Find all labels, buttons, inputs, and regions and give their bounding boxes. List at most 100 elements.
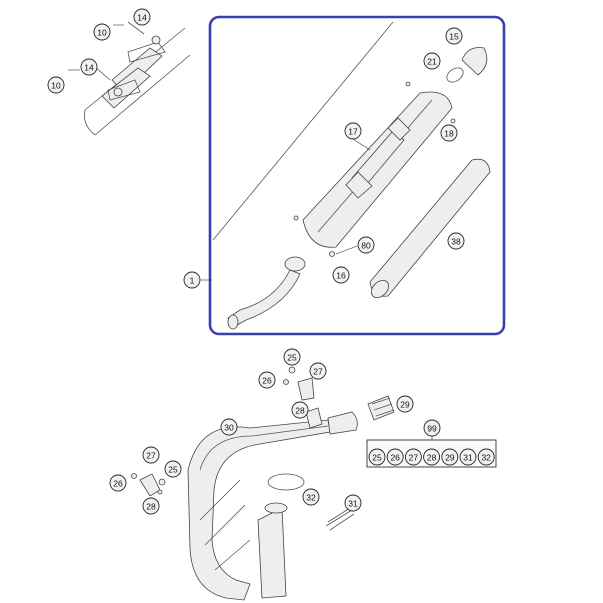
callout-label: 18 [444, 129, 454, 139]
callout-15: 15 [445, 27, 463, 45]
callout-circle [283, 348, 301, 366]
kit-item-25: 25 [368, 448, 386, 466]
callout-circle [447, 232, 465, 250]
callout-29: 29 [396, 395, 414, 413]
callout-21: 21 [423, 52, 441, 70]
callout-circle [344, 122, 362, 140]
kit-item-circle [368, 448, 386, 466]
callout-14-b: 14 [80, 58, 98, 76]
kit-item-circle [386, 448, 404, 466]
callout-circle [309, 362, 327, 380]
callout-99: 99 [423, 419, 441, 437]
kit-item-circle [459, 448, 477, 466]
callout-label: 10 [51, 81, 61, 91]
highlight-frame [208, 15, 506, 336]
callout-label: 21 [427, 57, 437, 67]
callout-circle [183, 271, 201, 289]
kit-item-label: 27 [409, 453, 419, 463]
kit-item-circle [423, 448, 441, 466]
callout-circle [142, 497, 160, 515]
callout-circle [344, 494, 362, 512]
kit-item-circle [404, 448, 422, 466]
callout-label: 27 [146, 451, 156, 461]
callout-circle [109, 474, 127, 492]
callout-27-b: 27 [142, 446, 160, 464]
callout-label: 31 [348, 499, 358, 509]
kit-item-circle [477, 448, 495, 466]
callout-label: 15 [449, 32, 459, 42]
callout-label: 10 [97, 28, 107, 38]
callout-28-a: 28 [291, 401, 309, 419]
kit-item-label: 25 [372, 453, 382, 463]
kit-item-label: 28 [427, 453, 437, 463]
kit-item-label: 29 [445, 453, 455, 463]
callout-label: 25 [168, 465, 178, 475]
callout-16: 16 [332, 266, 350, 284]
callout-circle [332, 266, 350, 284]
frame-clamp-assembly [68, 21, 191, 136]
callout-25-b: 25 [164, 460, 182, 478]
callout-circle [396, 395, 414, 413]
callout-label: 17 [348, 127, 358, 137]
callout-circle [47, 76, 65, 94]
callout-label: 80 [361, 241, 371, 251]
callout-label: 1 [190, 276, 195, 286]
callout-31: 31 [344, 494, 362, 512]
kit-item-circle [441, 448, 459, 466]
callout-circle [445, 27, 463, 45]
callout-circle [93, 23, 111, 41]
callout-28-b: 28 [142, 497, 160, 515]
callout-10-a: 10 [93, 23, 111, 41]
callout-18: 18 [440, 124, 458, 142]
callout-circle [142, 446, 160, 464]
callout-26-a: 26 [258, 371, 276, 389]
header-pipe-assembly [131, 366, 497, 601]
kit-item-28: 28 [423, 448, 441, 466]
callout-circle [423, 52, 441, 70]
callout-label: 32 [306, 493, 316, 503]
callout-label: 99 [427, 424, 437, 434]
silencer-assembly [201, 21, 491, 330]
callout-80: 80 [357, 236, 375, 254]
callout-circle [80, 58, 98, 76]
kit-item-27: 27 [404, 448, 422, 466]
callout-label: 28 [295, 406, 305, 416]
callout-circle [220, 418, 238, 436]
callout-circle [440, 124, 458, 142]
callout-circle [258, 371, 276, 389]
kit-item-label: 26 [390, 453, 400, 463]
callout-38: 38 [447, 232, 465, 250]
kit-item-32: 32 [477, 448, 495, 466]
callout-layer: 14 10 14 10 15 21 17 18 38 80 16 1 25 26 27 28 29 30 99 27 2… [47, 8, 495, 515]
callout-circle [302, 488, 320, 506]
callout-label: 38 [451, 237, 461, 247]
callout-circle [357, 236, 375, 254]
callout-label: 25 [287, 353, 297, 363]
kit-item-26: 26 [386, 448, 404, 466]
kit-item-29: 29 [441, 448, 459, 466]
callout-label: 14 [137, 13, 147, 23]
callout-circle [423, 419, 441, 437]
callout-label: 27 [313, 367, 323, 377]
kit-item-label: 31 [463, 453, 473, 463]
callout-10-b: 10 [47, 76, 65, 94]
callout-30: 30 [220, 418, 238, 436]
callout-circle [133, 8, 151, 26]
callout-label: 29 [400, 400, 410, 410]
callout-27-a: 27 [309, 362, 327, 380]
callout-circle [291, 401, 309, 419]
callout-label: 16 [336, 271, 346, 281]
callout-circle [164, 460, 182, 478]
callout-label: 26 [113, 479, 123, 489]
callout-26-b: 26 [109, 474, 127, 492]
callout-14-a: 14 [133, 8, 151, 26]
callout-32: 32 [302, 488, 320, 506]
callout-label: 14 [84, 63, 94, 73]
callout-label: 30 [224, 423, 234, 433]
kit-item-label: 32 [481, 453, 491, 463]
callout-25-a: 25 [283, 348, 301, 366]
callout-label: 28 [146, 502, 156, 512]
callout-label: 26 [262, 376, 272, 386]
callout-1: 1 [183, 271, 201, 289]
